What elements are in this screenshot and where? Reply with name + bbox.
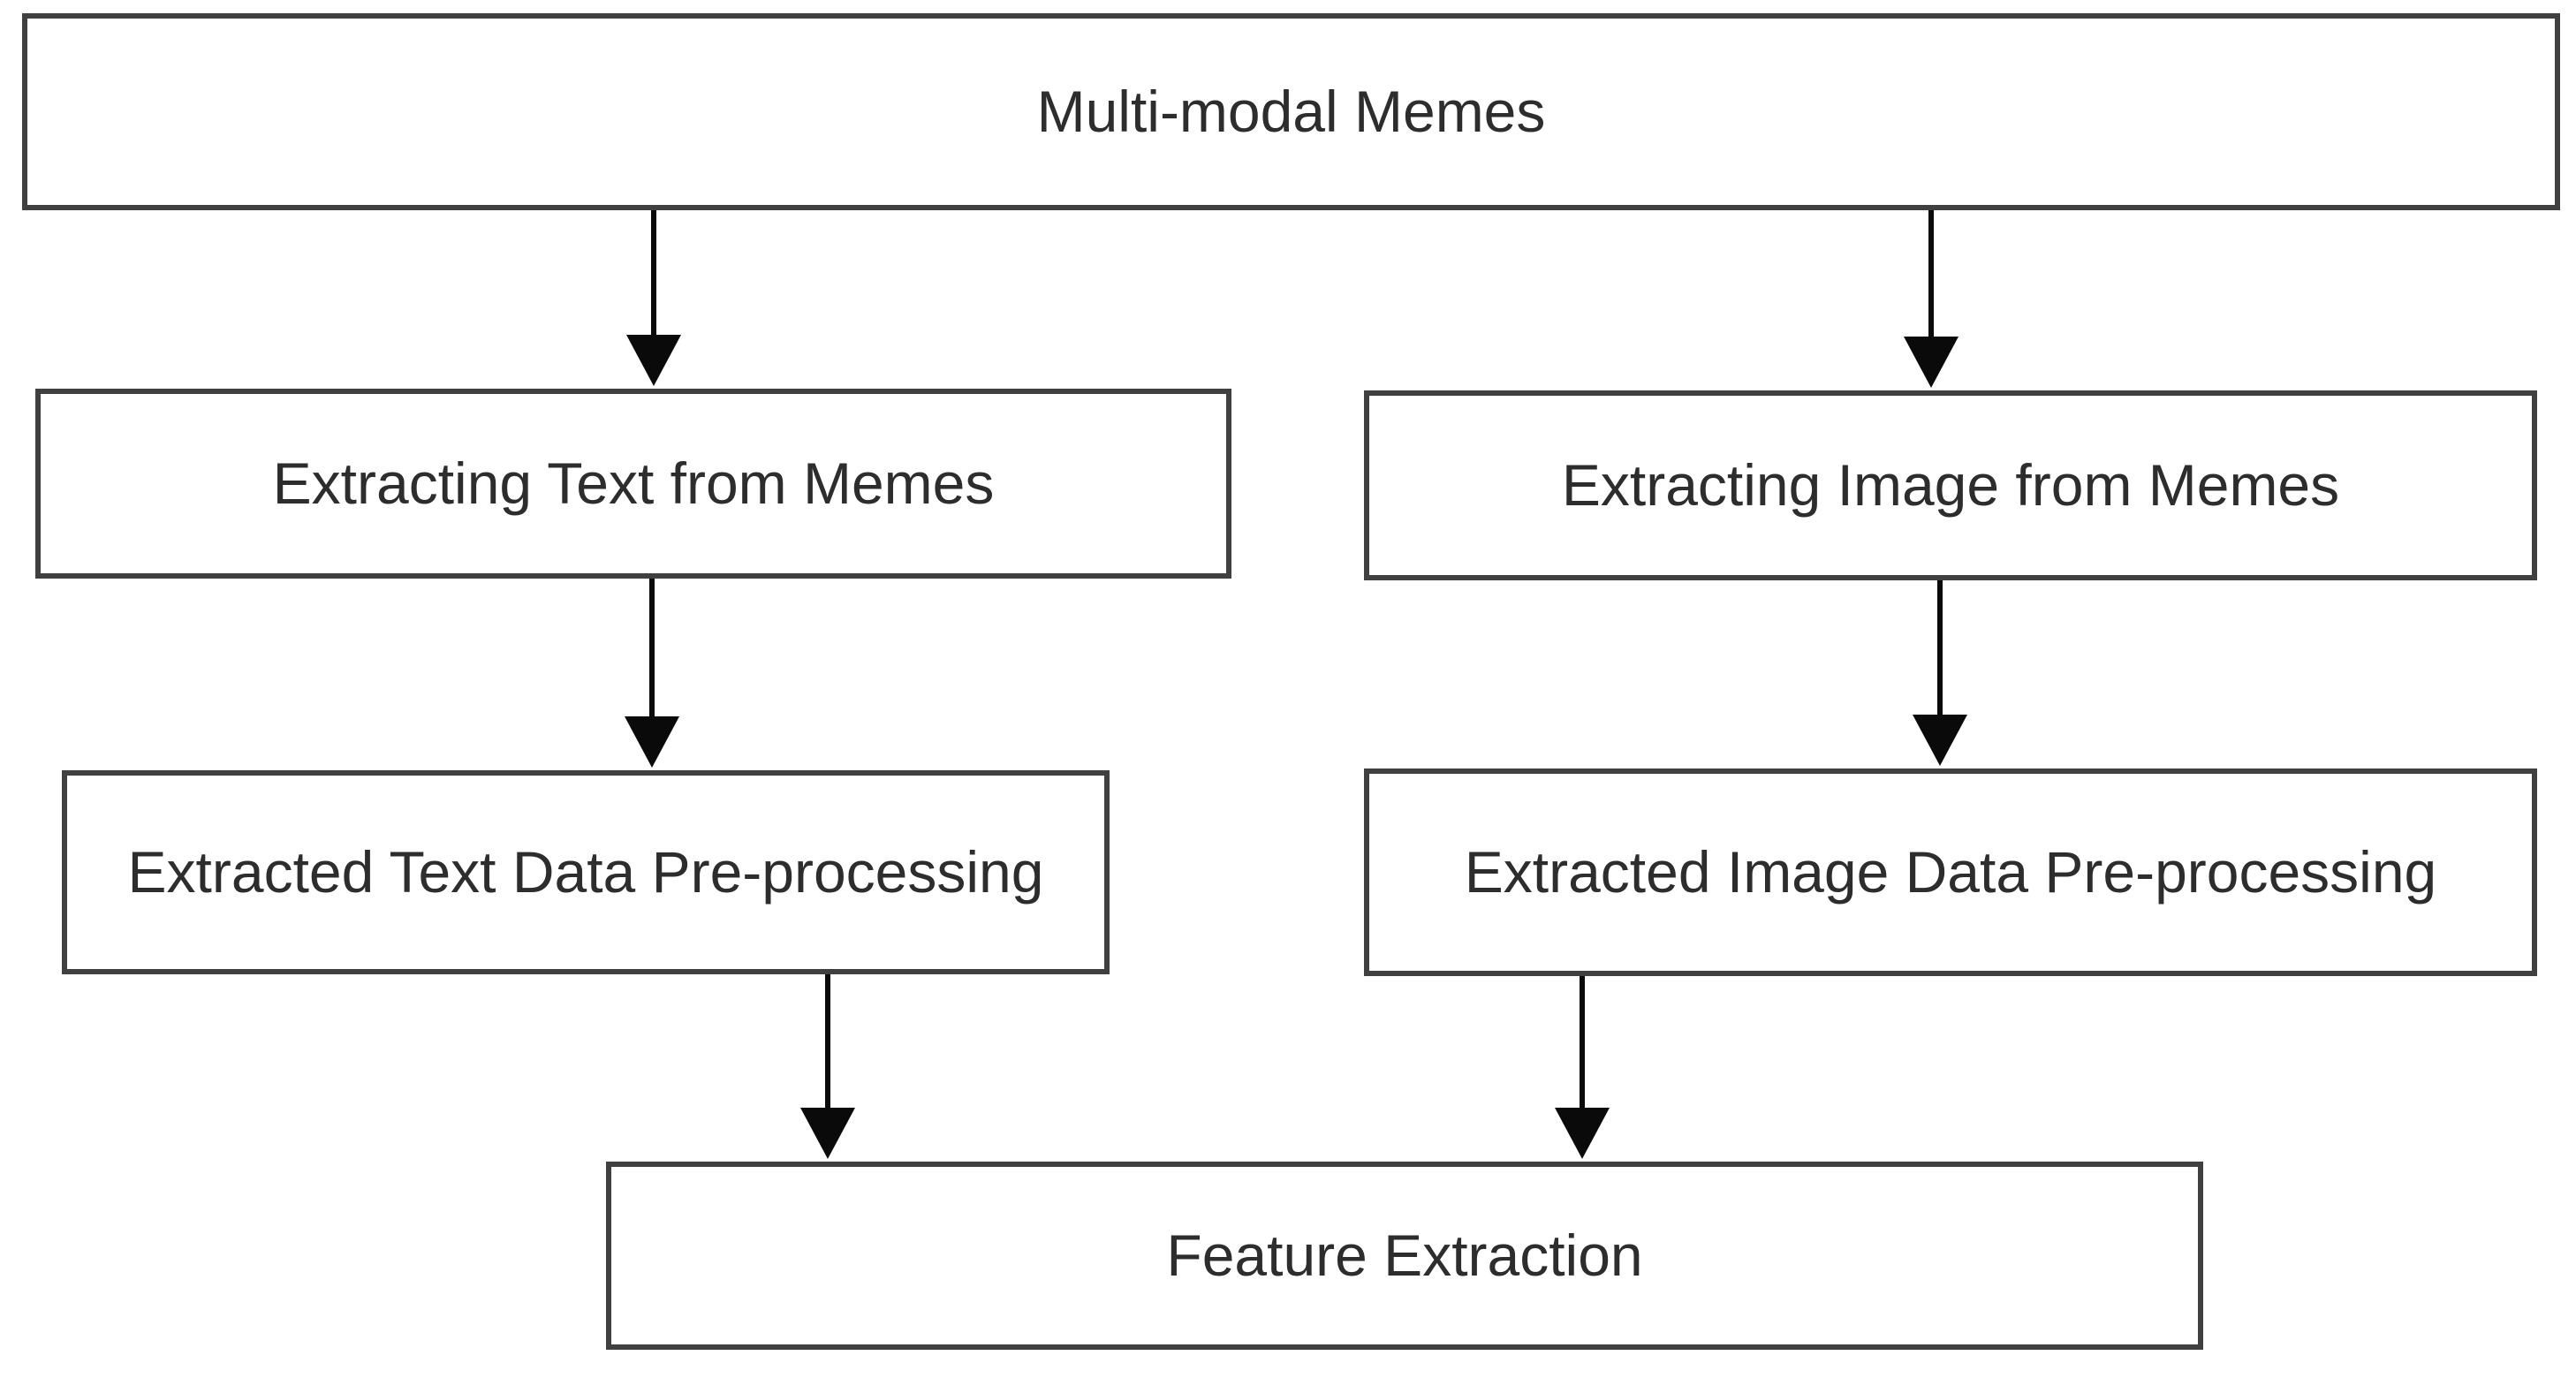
arrow-head-icon bbox=[1913, 715, 1967, 766]
node-label: Extracted Image Data Pre-processing bbox=[1464, 839, 2437, 905]
arrow-head-icon bbox=[625, 716, 679, 768]
node-label: Multi-modal Memes bbox=[1036, 79, 1546, 145]
node-text-preprocessing: Extracted Text Data Pre-processing bbox=[62, 770, 1110, 974]
node-feature-extraction: Feature Extraction bbox=[606, 1162, 2203, 1350]
node-multimodal-memes: Multi-modal Memes bbox=[22, 13, 2560, 210]
edge-text-preprocessing-to-feature-extraction bbox=[800, 974, 855, 1159]
arrow-head-icon bbox=[1904, 337, 1959, 388]
node-label: Extracting Text from Memes bbox=[272, 450, 995, 517]
edge-multimodal-to-extracting-image bbox=[1904, 210, 1959, 388]
arrow-head-icon bbox=[1555, 1108, 1610, 1159]
node-label: Feature Extraction bbox=[1166, 1223, 1643, 1289]
edge-image-preprocessing-to-feature-extraction bbox=[1555, 976, 1610, 1159]
edge-multimodal-to-extracting-text bbox=[626, 210, 681, 386]
arrow-head-icon bbox=[800, 1108, 855, 1159]
node-label: Extracted Text Data Pre-processing bbox=[127, 839, 1044, 905]
node-image-preprocessing: Extracted Image Data Pre-processing bbox=[1364, 768, 2537, 976]
arrow-head-icon bbox=[626, 335, 681, 386]
node-extracting-text: Extracting Text from Memes bbox=[35, 389, 1231, 579]
edge-extracting-image-to-image-preprocessing bbox=[1913, 580, 1967, 766]
node-label: Extracting Image from Memes bbox=[1561, 452, 2340, 519]
node-extracting-image: Extracting Image from Memes bbox=[1364, 390, 2537, 580]
edge-extracting-text-to-text-preprocessing bbox=[625, 579, 679, 768]
